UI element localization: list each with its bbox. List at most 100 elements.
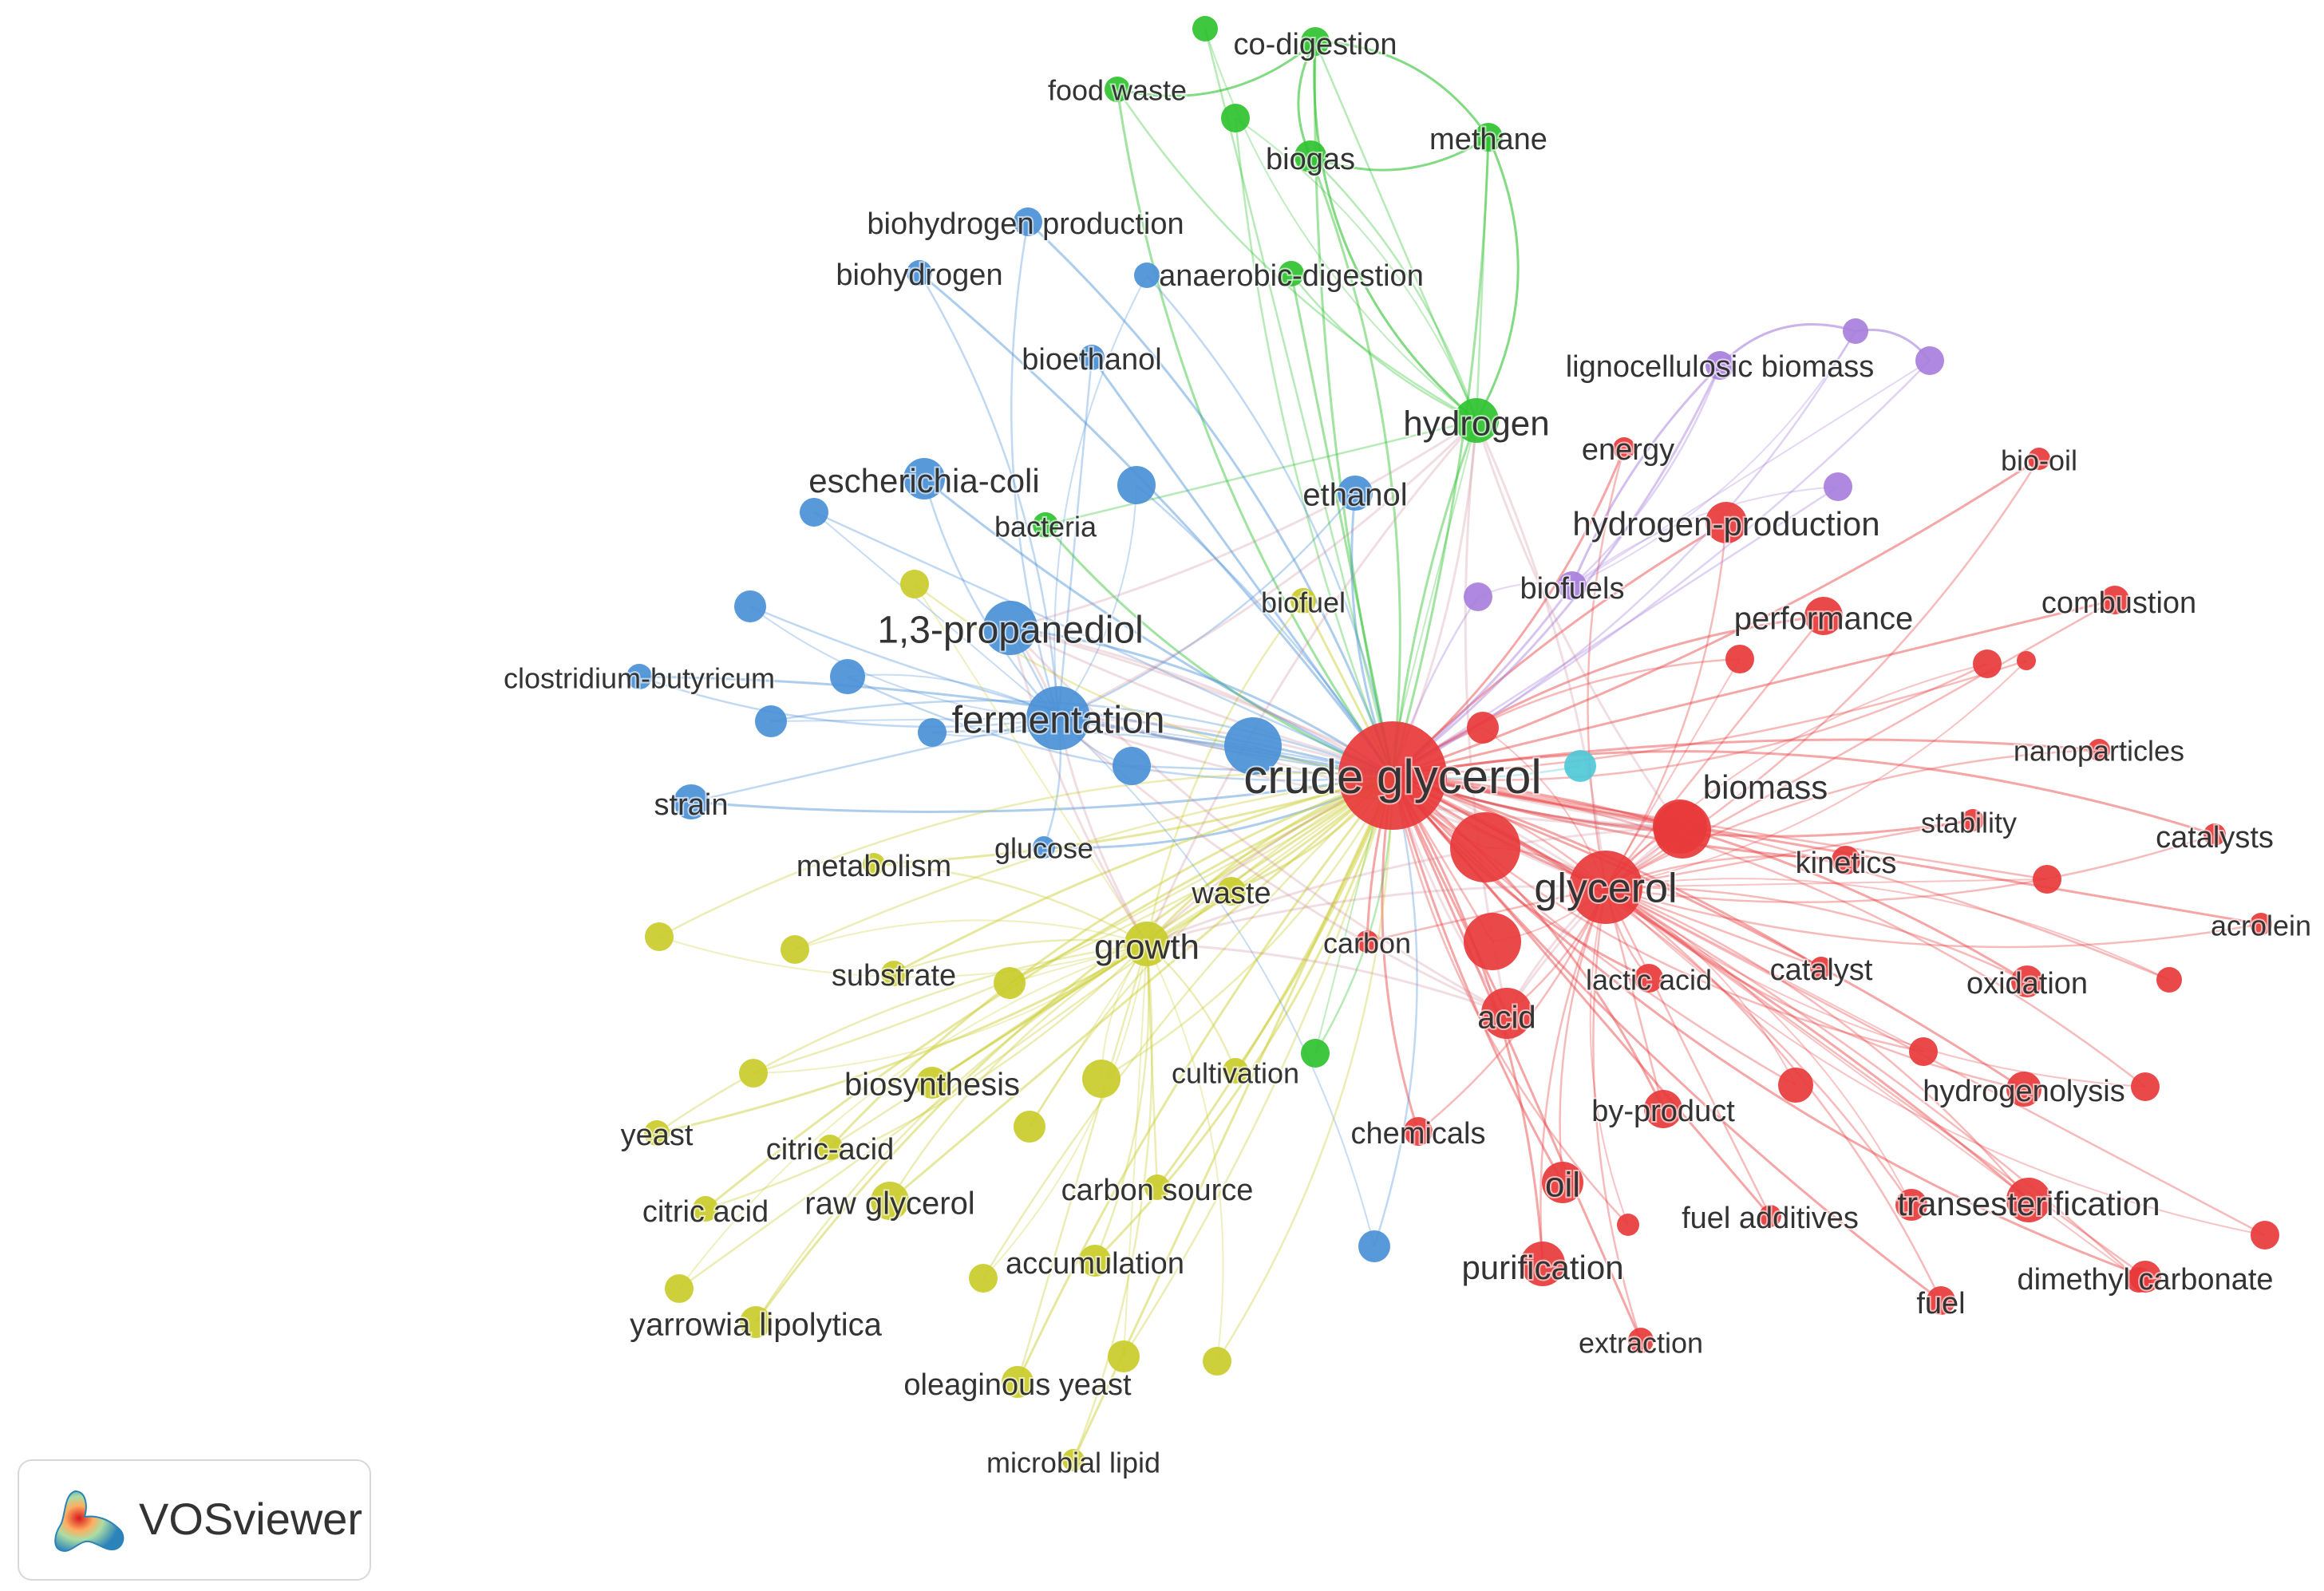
- network-node-bioethanol[interactable]: [1079, 345, 1105, 370]
- network-node-unlabeled[interactable]: [1301, 1039, 1330, 1068]
- network-node-unlabeled[interactable]: [969, 1264, 998, 1293]
- network-node-catalyst[interactable]: [1810, 957, 1832, 979]
- network-node-unlabeled[interactable]: [1895, 1189, 1927, 1221]
- network-node-acrolein[interactable]: [2250, 913, 2272, 935]
- network-node-unlabeled[interactable]: [1725, 645, 1754, 673]
- network-node-unlabeled[interactable]: [1464, 582, 1492, 611]
- network-node-energy[interactable]: [1613, 437, 1635, 460]
- network-node-yarrowia-lipolytica[interactable]: [740, 1306, 772, 1338]
- network-node-purification[interactable]: [1520, 1242, 1565, 1286]
- network-node-fermentation[interactable]: [1026, 686, 1090, 750]
- network-node-unlabeled[interactable]: [2251, 1221, 2279, 1250]
- network-node-glycerol[interactable]: [1569, 851, 1642, 924]
- network-node-unlabeled[interactable]: [1843, 318, 1868, 344]
- network-node-metabolism[interactable]: [863, 853, 885, 875]
- network-node-unlabeled[interactable]: [1909, 1037, 1938, 1066]
- network-node-unlabeled[interactable]: [1203, 1347, 1231, 1376]
- network-node-unlabeled[interactable]: [1824, 472, 1852, 501]
- network-node-unlabeled[interactable]: [1358, 1230, 1390, 1262]
- network-node-propanediol[interactable]: [983, 601, 1038, 655]
- network-node-clostridium-butyricum[interactable]: [626, 664, 652, 689]
- network-node-unlabeled[interactable]: [665, 1274, 694, 1303]
- network-node-ethanol[interactable]: [1338, 476, 1373, 511]
- network-node-food-waste[interactable]: [1105, 77, 1130, 102]
- network-node-bio-oil[interactable]: [2028, 448, 2050, 470]
- network-node-crude-glycerol[interactable]: [1338, 721, 1447, 830]
- network-node-unlabeled[interactable]: [1117, 466, 1156, 504]
- network-node-biohydrogen-production[interactable]: [1014, 207, 1042, 236]
- network-node-combustion[interactable]: [2101, 586, 2129, 614]
- network-node-unlabeled[interactable]: [1108, 1340, 1140, 1372]
- network-node-dimethyl-carbonate[interactable]: [2129, 1261, 2161, 1293]
- network-node-unlabeled[interactable]: [1564, 750, 1596, 782]
- network-node-biogas[interactable]: [1294, 140, 1326, 172]
- network-node-unlabeled[interactable]: [1778, 1068, 1813, 1103]
- network-node-unlabeled[interactable]: [1224, 717, 1282, 775]
- network-node-unlabeled[interactable]: [830, 659, 865, 694]
- network-node-substrate[interactable]: [881, 961, 907, 986]
- network-node-citric-acid[interactable]: [693, 1196, 718, 1222]
- network-node-anaerobic-digestion[interactable]: [1279, 261, 1304, 286]
- network-node-extraction[interactable]: [1628, 1328, 1654, 1353]
- network-node-performance[interactable]: [1804, 597, 1843, 635]
- network-node-citric-acid-hyphen[interactable]: [817, 1135, 843, 1160]
- network-node-oxidation[interactable]: [2011, 965, 2043, 997]
- network-node-microbial-lipid[interactable]: [1062, 1449, 1085, 1471]
- network-node-unlabeled[interactable]: [2156, 967, 2182, 993]
- network-node-transesterification[interactable]: [2006, 1178, 2051, 1222]
- network-node-unlabeled[interactable]: [1915, 346, 1944, 375]
- network-node-unlabeled[interactable]: [1467, 712, 1499, 744]
- network-node-biosynthesis[interactable]: [916, 1067, 948, 1099]
- network-node-acid[interactable]: [1481, 988, 1532, 1039]
- network-node-stability[interactable]: [1962, 809, 1984, 831]
- network-node-unlabeled[interactable]: [2033, 865, 2061, 894]
- network-node-biohydrogen[interactable]: [907, 260, 932, 286]
- network-node-oil[interactable]: [1542, 1162, 1583, 1203]
- network-node-waste[interactable]: [1217, 877, 1246, 906]
- network-node-unlabeled[interactable]: [2017, 651, 2036, 670]
- network-node-glucose[interactable]: [1033, 836, 1055, 859]
- network-node-fuel[interactable]: [1927, 1286, 1955, 1315]
- network-node-unlabeled[interactable]: [2131, 1072, 2160, 1101]
- network-node-carbon[interactable]: [1356, 930, 1378, 953]
- network-node-unlabeled[interactable]: [918, 718, 947, 747]
- network-node-unlabeled[interactable]: [1192, 16, 1218, 41]
- network-node-strain[interactable]: [674, 784, 709, 819]
- network-node-bacteria[interactable]: [1033, 512, 1058, 538]
- network-node-hydrogen[interactable]: [1454, 398, 1499, 443]
- network-node-co-digestion[interactable]: [1301, 27, 1330, 56]
- network-node-lactic-acid[interactable]: [1634, 964, 1663, 993]
- network-node-biomass[interactable]: [1653, 799, 1707, 854]
- network-node-unlabeled[interactable]: [645, 922, 674, 951]
- network-node-escherichia-coli[interactable]: [903, 458, 945, 499]
- network-node-chemicals[interactable]: [1404, 1117, 1433, 1146]
- network-node-unlabeled[interactable]: [1617, 1214, 1639, 1236]
- network-node-unlabeled[interactable]: [1134, 263, 1160, 288]
- network-node-unlabeled[interactable]: [1014, 1111, 1045, 1143]
- network-node-cultivation[interactable]: [1223, 1058, 1248, 1084]
- network-node-unlabeled[interactable]: [1464, 913, 1521, 970]
- network-node-unlabeled[interactable]: [1973, 649, 2002, 678]
- network-node-unlabeled[interactable]: [734, 590, 766, 622]
- network-node-catalysts[interactable]: [2203, 823, 2226, 846]
- network-node-hydrogenolysis[interactable]: [2006, 1072, 2041, 1107]
- network-node-unlabeled[interactable]: [755, 705, 787, 737]
- network-node-unlabeled[interactable]: [1450, 812, 1520, 882]
- network-node-accumulation[interactable]: [1079, 1245, 1111, 1277]
- network-node-unlabeled[interactable]: [900, 570, 929, 598]
- network-node-by-product[interactable]: [1644, 1090, 1682, 1128]
- network-node-methane[interactable]: [1474, 123, 1503, 152]
- network-node-yeast[interactable]: [644, 1120, 670, 1146]
- network-node-unlabeled[interactable]: [1113, 747, 1151, 785]
- network-node-biofuel[interactable]: [1290, 588, 1316, 614]
- network-node-raw-glycerol[interactable]: [871, 1182, 909, 1220]
- network-node-carbon-source[interactable]: [1144, 1174, 1170, 1200]
- network-node-kinetics[interactable]: [1832, 846, 1860, 874]
- network-node-biofuels[interactable]: [1558, 571, 1587, 600]
- network-node-unlabeled[interactable]: [994, 967, 1026, 999]
- network-node-oleaginous-yeast[interactable]: [1002, 1366, 1034, 1398]
- network-node-lignocellulosic-biomass[interactable]: [1705, 351, 1734, 380]
- network-node-unlabeled[interactable]: [1221, 104, 1250, 132]
- network-node-unlabeled[interactable]: [1082, 1060, 1120, 1098]
